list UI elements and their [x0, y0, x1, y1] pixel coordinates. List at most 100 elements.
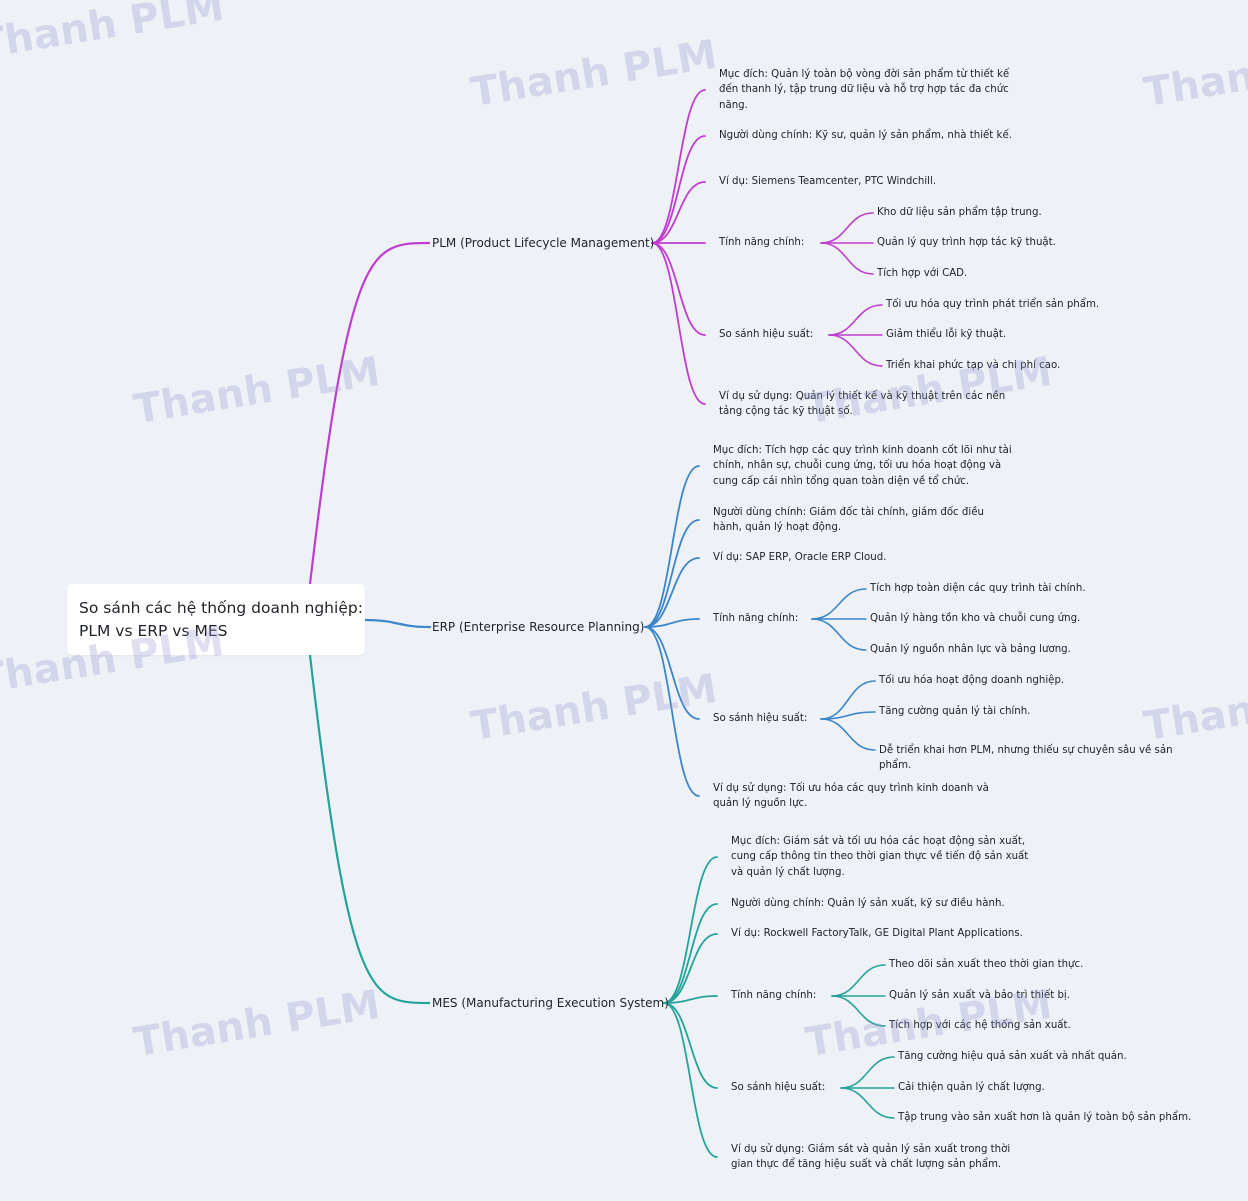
plm-subitem-3-0-line: Kho dữ liệu sản phẩm tập trung. [877, 207, 1042, 219]
plm-item-0[interactable]: Mục đích: Quản lý toàn bộ vòng đời sản p… [719, 67, 1009, 113]
plm-item-0-line: đến thanh lý, tập trung dữ liệu và hỗ tr… [719, 84, 1009, 96]
mes-subitem-connector [840, 1087, 895, 1119]
plm-subitem-3-1[interactable]: Quản lý quy trình hợp tác kỹ thuật. [877, 235, 1056, 250]
mes-item-0-line: và quản lý chất lượng. [731, 866, 845, 878]
erp-subitem-4-0[interactable]: Tối ưu hóa hoạt động doanh nghiệp. [879, 673, 1064, 688]
mes-item-1[interactable]: Người dùng chính: Quản lý sản xuất, kỹ s… [731, 896, 1005, 911]
erp-subitem-4-2[interactable]: Dễ triển khai hơn PLM, nhưng thiếu sự ch… [879, 743, 1173, 774]
mes-subitem-3-1-line: Quản lý sản xuất và bảo trì thiết bị. [889, 990, 1070, 1002]
plm-item-4-line: So sánh hiệu suất: [719, 329, 814, 341]
plm-item-1[interactable]: Người dùng chính: Kỹ sư, quản lý sản phẩ… [719, 128, 1012, 143]
plm-item-connector [651, 135, 706, 244]
mes-subitem-3-2[interactable]: Tích hợp với các hệ thống sản xuất. [889, 1018, 1071, 1033]
mes-item-5[interactable]: Ví dụ sử dụng: Giám sát và quản lý sản x… [731, 1142, 1010, 1173]
plm-item-4[interactable]: So sánh hiệu suất: [719, 327, 813, 342]
erp-item-connector [644, 519, 700, 628]
plm-subitem-4-2[interactable]: Triển khai phức tạp và chi phí cao. [886, 358, 1060, 373]
mes-item-3-line: Tính năng chính: [731, 990, 817, 1002]
erp-subitem-4-2-line: phẩm. [879, 760, 912, 771]
mes-item-connector [663, 856, 718, 1004]
mes-item-connector [663, 933, 718, 1004]
mes-subitem-4-1[interactable]: Cải thiện quản lý chất lượng. [898, 1080, 1045, 1095]
mes-item-4[interactable]: So sánh hiệu suất: [731, 1080, 825, 1095]
mes-subitem-connector [831, 964, 886, 997]
plm-item-0-line: năng. [719, 99, 748, 111]
erp-item-1[interactable]: Người dùng chính: Giám đốc tài chính, gi… [713, 505, 984, 536]
erp-subitem-3-2[interactable]: Quản lý nguồn nhân lực và bảng lương. [870, 642, 1071, 657]
plm-item-5-line: Ví dụ sử dụng: Quản lý thiết kế và kỹ th… [719, 390, 1006, 402]
erp-item-2[interactable]: Ví dụ: SAP ERP, Oracle ERP Cloud. [713, 550, 886, 565]
plm-item-5-line: tảng cộng tác kỹ thuật số. [719, 406, 853, 417]
mes-item-0-line: cung cấp thông tin theo thời gian thực v… [731, 851, 1029, 863]
plm-subitem-3-2-line: Tích hợp với CAD. [877, 268, 968, 280]
mes-item-0-line: Mục đích: Giám sát và tối ưu hóa các hoạ… [731, 835, 1026, 847]
plm-branch-label[interactable]: PLM (Product Lifecycle Management) [432, 236, 655, 250]
plm-branch-connector [308, 241, 431, 585]
mes-branch-label[interactable]: MES (Manufacturing Execution System) [432, 996, 669, 1010]
mes-subitem-4-2[interactable]: Tập trung vào sản xuất hơn là quản lý to… [898, 1110, 1191, 1125]
mes-item-3[interactable]: Tính năng chính: [731, 988, 816, 1003]
mes-item-2[interactable]: Ví dụ: Rockwell FactoryTalk, GE Digital … [731, 926, 1023, 941]
erp-item-0-line: Mục đích: Tích hợp các quy trình kinh do… [713, 444, 1012, 456]
erp-subitem-3-0[interactable]: Tích hợp toàn diện các quy trình tài chí… [870, 581, 1086, 596]
plm-subitem-4-1-line: Giảm thiểu lỗi kỹ thuật. [886, 329, 1007, 341]
erp-subitem-connector [811, 618, 867, 651]
plm-item-5[interactable]: Ví dụ sử dụng: Quản lý thiết kế và kỹ th… [719, 389, 1005, 420]
mes-subitem-3-0[interactable]: Theo dõi sản xuất theo thời gian thực. [889, 957, 1083, 972]
mes-subitem-4-0[interactable]: Tăng cường hiệu quả sản xuất và nhất quá… [898, 1049, 1127, 1064]
mes-item-1-line: Người dùng chính: Quản lý sản xuất, kỹ s… [731, 898, 1005, 910]
erp-subitem-4-1[interactable]: Tăng cường quản lý tài chính. [879, 704, 1030, 719]
mes-subitem-connector [840, 1056, 895, 1089]
mes-item-connector [663, 995, 718, 1004]
mes-item-0[interactable]: Mục đích: Giám sát và tối ưu hóa các hoạ… [731, 834, 1028, 880]
mes-subitem-connector [831, 995, 886, 1027]
plm-item-connector [651, 242, 706, 405]
erp-item-connector [644, 465, 700, 628]
plm-subitem-3-0[interactable]: Kho dữ liệu sản phẩm tập trung. [877, 205, 1042, 220]
mes-item-connector [663, 1002, 718, 1089]
erp-item-3[interactable]: Tính năng chính: [713, 611, 798, 626]
mes-item-connector [663, 903, 718, 1004]
plm-item-2-line: Ví dụ: Siemens Teamcenter, PTC Windchill… [719, 176, 937, 188]
plm-subitem-3-2[interactable]: Tích hợp với CAD. [877, 266, 967, 281]
erp-item-5-line: Ví dụ sử dụng: Tối ưu hóa các quy trình … [713, 782, 989, 794]
root-node[interactable]: So sánh các hệ thống doanh nghiệp: PLM v… [67, 584, 365, 655]
plm-item-0-line: Mục đích: Quản lý toàn bộ vòng đời sản p… [719, 68, 1010, 80]
erp-item-0-line: cung cấp cái nhìn tổng quan toàn diện về… [713, 475, 970, 487]
erp-subitem-3-1-line: Quản lý hàng tồn kho và chuỗi cung ứng. [870, 613, 1081, 625]
plm-item-3[interactable]: Tính năng chính: [719, 235, 804, 250]
erp-subitem-3-2-line: Quản lý nguồn nhân lực và bảng lương. [870, 644, 1071, 656]
erp-subitem-connector [820, 680, 876, 720]
mes-item-2-line: Ví dụ: Rockwell FactoryTalk, GE Digital … [731, 928, 1023, 940]
mes-branch-connector [308, 654, 431, 1005]
erp-item-4[interactable]: So sánh hiệu suất: [713, 711, 807, 726]
plm-subitem-connector [828, 304, 883, 336]
erp-item-connector [644, 626, 700, 797]
mes-item-5-line: gian thực để tăng hiệu suất và chất lượn… [731, 1159, 1002, 1170]
mes-subitem-4-2-line: Tập trung vào sản xuất hơn là quản lý to… [898, 1112, 1192, 1124]
erp-subitem-3-1[interactable]: Quản lý hàng tồn kho và chuỗi cung ứng. [870, 611, 1080, 626]
erp-subitem-3-0-line: Tích hợp toàn diện các quy trình tài chí… [870, 583, 1086, 595]
plm-subitem-4-0-line: Tối ưu hóa quy trình phát triển sản phẩm… [886, 299, 1100, 311]
erp-item-0[interactable]: Mục đích: Tích hợp các quy trình kinh do… [713, 443, 1012, 489]
mes-subitem-4-0-line: Tăng cường hiệu quả sản xuất và nhất quá… [898, 1051, 1127, 1063]
mes-subitem-3-0-line: Theo dõi sản xuất theo thời gian thực. [889, 959, 1084, 971]
erp-item-5[interactable]: Ví dụ sử dụng: Tối ưu hóa các quy trình … [713, 781, 989, 812]
plm-item-3-line: Tính năng chính: [719, 237, 805, 249]
erp-item-3-line: Tính năng chính: [713, 613, 799, 625]
erp-item-1-line: Người dùng chính: Giám đốc tài chính, gi… [713, 506, 984, 518]
mes-subitem-4-1-line: Cải thiện quản lý chất lượng. [898, 1082, 1045, 1094]
plm-subitem-4-0[interactable]: Tối ưu hóa quy trình phát triển sản phẩm… [886, 297, 1099, 312]
plm-subitem-4-1[interactable]: Giảm thiểu lỗi kỹ thuật. [886, 327, 1006, 342]
erp-item-0-line: chính, nhân sự, chuỗi cung ứng, tối ưu h… [713, 460, 1002, 472]
plm-item-2[interactable]: Ví dụ: Siemens Teamcenter, PTC Windchill… [719, 174, 936, 189]
mes-item-connector [663, 1002, 718, 1158]
mes-subitem-3-1[interactable]: Quản lý sản xuất và bảo trì thiết bị. [889, 988, 1070, 1003]
erp-subitem-connector [811, 588, 867, 620]
erp-branch-label[interactable]: ERP (Enterprise Resource Planning) [432, 620, 645, 634]
mes-subitem-3-2-line: Tích hợp với các hệ thống sản xuất. [889, 1020, 1071, 1032]
plm-subitem-4-2-line: Triển khai phức tạp và chi phí cao. [886, 360, 1061, 372]
erp-subitem-4-1-line: Tăng cường quản lý tài chính. [879, 706, 1031, 718]
root-title-line-1: So sánh các hệ thống doanh nghiệp: [79, 599, 363, 617]
